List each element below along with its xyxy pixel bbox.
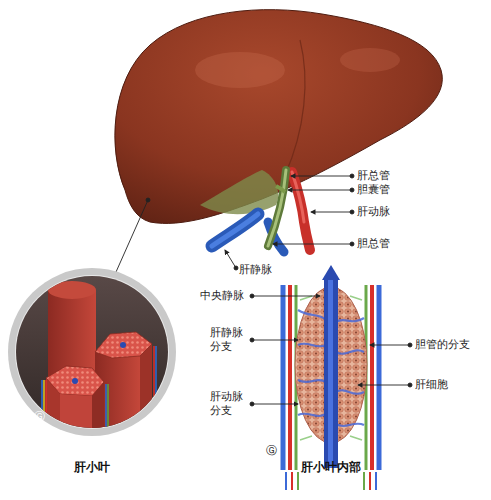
part-label: 胆管的分支 — [415, 338, 470, 352]
part-label: 胆总管 — [357, 237, 390, 251]
panel-title: 肝小叶 — [74, 460, 110, 475]
part-label: 中央静脉 — [200, 289, 244, 303]
copyright-mark: © — [112, 198, 123, 212]
part-label: Ⓖ — [266, 444, 277, 458]
part-label: 肝静脉 — [239, 263, 272, 277]
part-label: 胆囊管 — [357, 183, 390, 197]
part-label: 肝动脉 分支 — [210, 390, 250, 418]
part-label: 肝动脉 — [357, 205, 390, 219]
part-label: 肝总管 — [357, 169, 390, 183]
copyright-mark: Ⓖ — [34, 410, 45, 424]
part-label: 肝静脉 分支 — [210, 326, 250, 354]
part-label: 肝细胞 — [415, 378, 448, 392]
panel-title: 肝小叶内部 — [301, 460, 361, 475]
